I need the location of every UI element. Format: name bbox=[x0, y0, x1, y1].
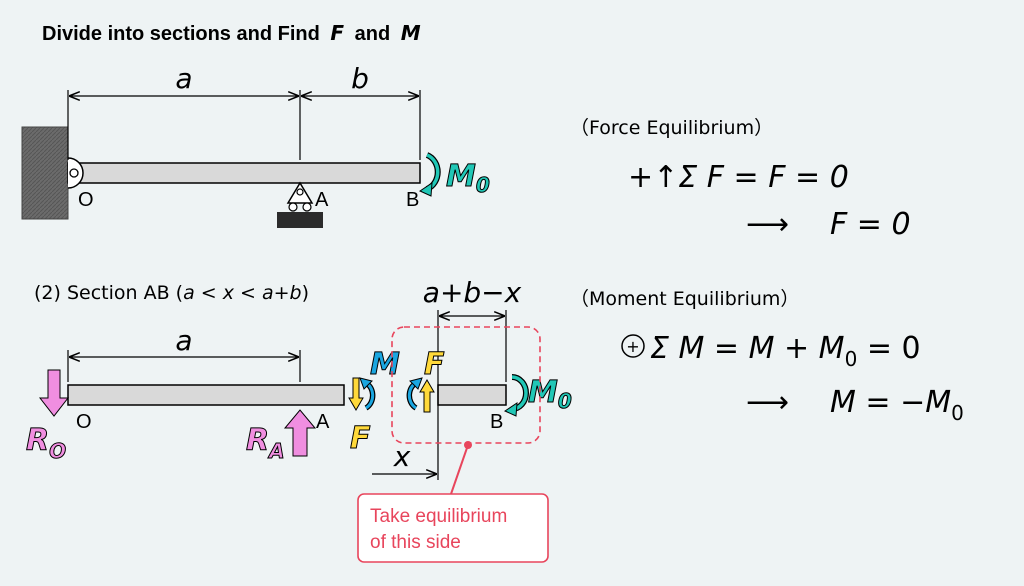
pin-circle bbox=[69, 168, 79, 178]
moment-left-arrowhead bbox=[359, 377, 373, 390]
section-label: (2) Section AB (a < x < a+b) bbox=[34, 282, 309, 304]
point-o-label: O bbox=[78, 189, 94, 211]
reaction-ra-label: RA bbox=[246, 423, 285, 463]
reaction-ro-label: RO bbox=[26, 423, 66, 463]
section-point-a: A bbox=[316, 411, 330, 433]
point-b-label: B bbox=[406, 189, 419, 211]
upper-beam bbox=[67, 162, 421, 184]
fixed-wall bbox=[21, 126, 69, 220]
section-figure: a a+b−x x O A B RO RA F M F bbox=[26, 276, 572, 563]
positive-moment-icon bbox=[621, 334, 645, 358]
callout-line-1: Take equilibrium bbox=[370, 506, 507, 527]
diagram-title: Divide into sections and Find F and M bbox=[42, 21, 421, 45]
shear-left-label: F bbox=[350, 421, 371, 456]
left-beam-segment bbox=[67, 384, 345, 406]
dim-a-label: a bbox=[175, 62, 192, 95]
force-eq-arrow: ⟶ bbox=[746, 207, 789, 242]
moment-m0-label: M0 bbox=[446, 159, 490, 197]
section-dim-a-label: a bbox=[175, 324, 192, 357]
callout-leader bbox=[450, 444, 469, 495]
moment-arrowhead bbox=[418, 182, 433, 197]
moment-eq-arrow: ⟶ bbox=[746, 385, 789, 420]
moment-eq-result: M = −M0 bbox=[830, 385, 964, 425]
shear-right-arrow bbox=[419, 379, 435, 413]
callout-box bbox=[357, 493, 549, 563]
moment-eq-line1: Σ M = M + M0 = 0 bbox=[650, 331, 921, 371]
reaction-ro-arrow bbox=[38, 369, 70, 417]
force-equilibrium: （Force Equilibrium） +↑Σ F = F = 0 ⟶ F = … bbox=[570, 117, 911, 242]
force-eq-heading: （Force Equilibrium） bbox=[570, 117, 773, 139]
callout-line-2: of this side bbox=[370, 532, 461, 553]
moment-equilibrium: （Moment Equilibrium） + Σ M = M + M0 = 0 … bbox=[570, 288, 964, 425]
dim-b-label: b bbox=[351, 62, 369, 95]
upper-beam-figure: a b O A B M0 bbox=[21, 62, 490, 228]
shear-left-arrow bbox=[348, 377, 364, 411]
section-m0-label: M0 bbox=[528, 375, 572, 413]
section-point-o: O bbox=[76, 411, 92, 433]
force-eq-line1: +↑Σ F = F = 0 bbox=[628, 160, 849, 195]
shear-right-label: F bbox=[424, 347, 445, 382]
moment-sign: + bbox=[626, 337, 639, 356]
roller-support bbox=[277, 181, 323, 228]
force-eq-result: F = 0 bbox=[830, 207, 911, 242]
moment-eq-heading: （Moment Equilibrium） bbox=[570, 288, 799, 310]
point-a-label: A bbox=[315, 189, 329, 211]
reaction-ra-arrow bbox=[283, 409, 317, 457]
dim-x-label: x bbox=[393, 440, 411, 473]
dim-abx-label: a+b−x bbox=[423, 276, 522, 309]
moment-left-label: M bbox=[370, 347, 400, 382]
right-beam-segment bbox=[437, 384, 507, 406]
section-m0-arrowhead bbox=[503, 402, 518, 417]
moment-right-arrowhead bbox=[409, 377, 423, 390]
section-point-b: B bbox=[490, 411, 503, 433]
section-m0-arc bbox=[511, 375, 528, 411]
